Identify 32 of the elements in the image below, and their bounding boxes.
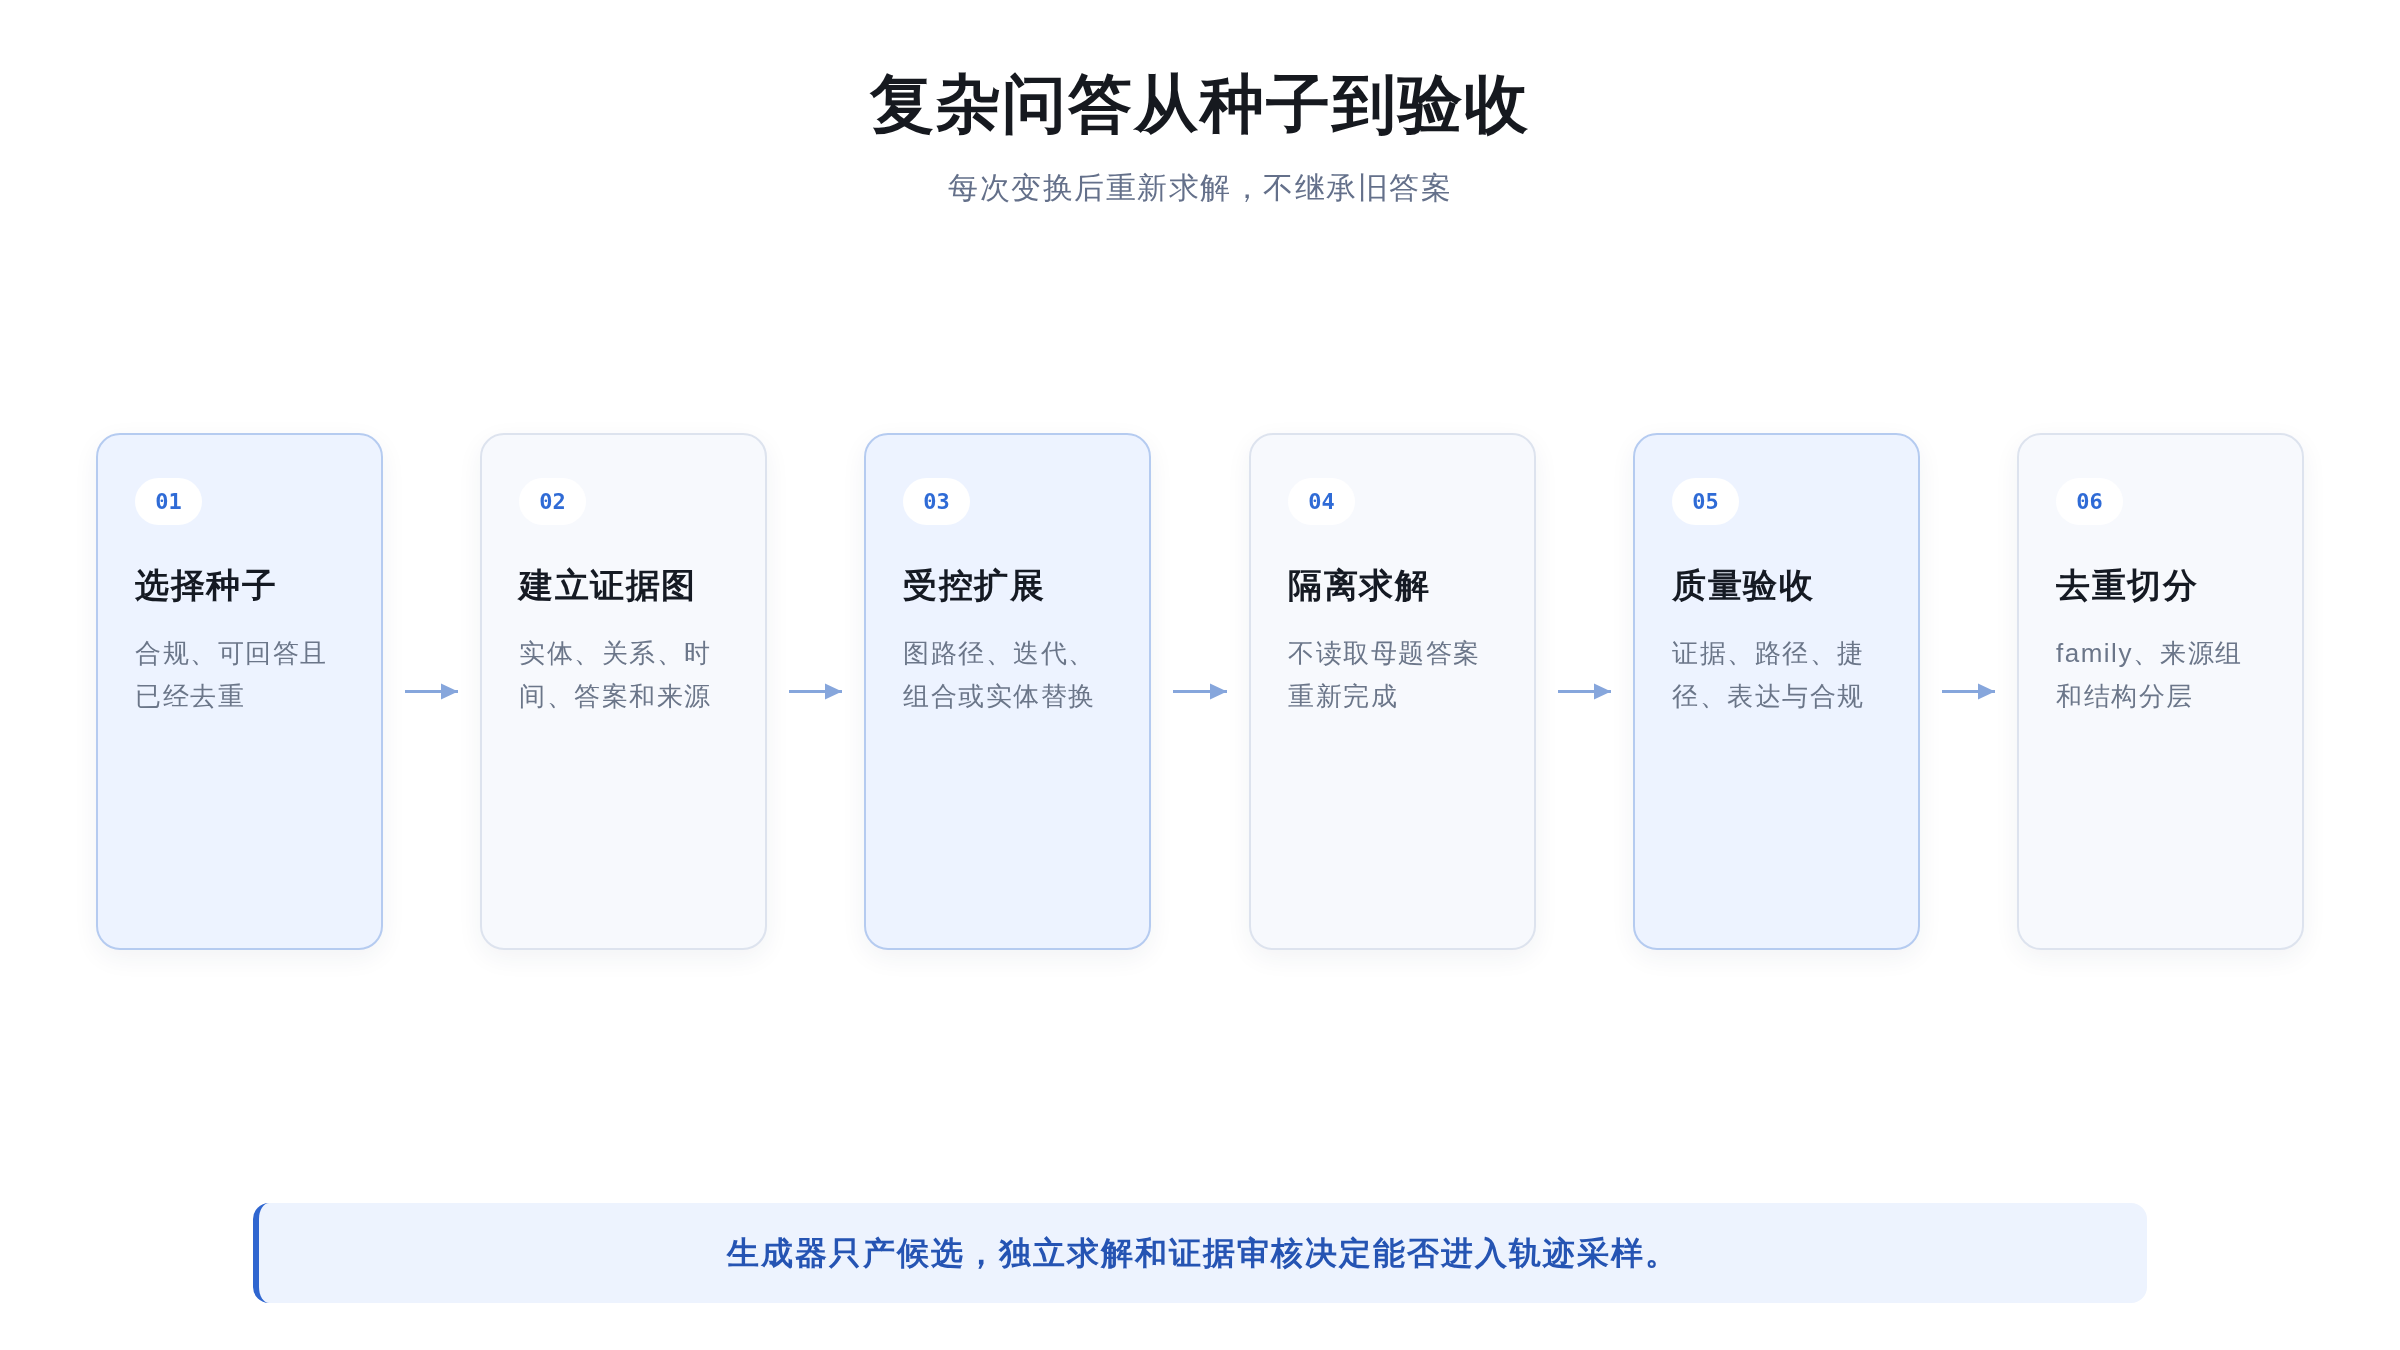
subtitle: 每次变换后重新求解，不继承旧答案 bbox=[948, 170, 1452, 206]
step-card bbox=[96, 433, 383, 950]
step-description: 证据、路径、捷径、表达与合规 bbox=[1672, 637, 1866, 713]
arrow bbox=[1942, 683, 1995, 700]
arrow bbox=[405, 683, 458, 700]
step-number-badge: 01 bbox=[135, 478, 202, 525]
step-title: 选择种子 bbox=[135, 565, 277, 606]
step-description: 不读取母题答案重新完成 bbox=[1288, 637, 1482, 713]
step-description: 合规、可回答且已经去重 bbox=[135, 637, 329, 713]
step-title: 受控扩展 bbox=[903, 565, 1045, 606]
arrow bbox=[1558, 683, 1611, 700]
step-number-badge: 02 bbox=[519, 478, 586, 525]
title: 复杂问答从种子到验收 bbox=[870, 67, 1530, 142]
step-number-badge: 06 bbox=[2056, 478, 2123, 525]
step-title: 隔离求解 bbox=[1288, 565, 1430, 606]
arrow bbox=[789, 683, 842, 700]
step-title: 质量验收 bbox=[1672, 565, 1814, 606]
step-number-badge: 04 bbox=[1288, 478, 1355, 525]
step-title: 建立证据图 bbox=[519, 565, 697, 606]
step-card bbox=[1633, 433, 1920, 950]
step-title: 去重切分 bbox=[2056, 565, 2198, 606]
step-card bbox=[864, 433, 1151, 950]
summary-banner: 生成器只产候选，独立求解和证据审核决定能否进入轨迹采样。 bbox=[253, 1203, 2147, 1303]
step-number-badge: 05 bbox=[1672, 478, 1739, 525]
step-description: 实体、关系、时间、答案和来源 bbox=[519, 637, 713, 713]
step-number-badge: 03 bbox=[903, 478, 970, 525]
step-card bbox=[2017, 433, 2304, 950]
step-card bbox=[1249, 433, 1536, 950]
step-card bbox=[480, 433, 767, 950]
step-description: family、来源组和结构分层 bbox=[2056, 637, 2244, 713]
step-description: 图路径、迭代、组合或实体替换 bbox=[903, 637, 1097, 713]
arrow bbox=[1173, 683, 1227, 700]
